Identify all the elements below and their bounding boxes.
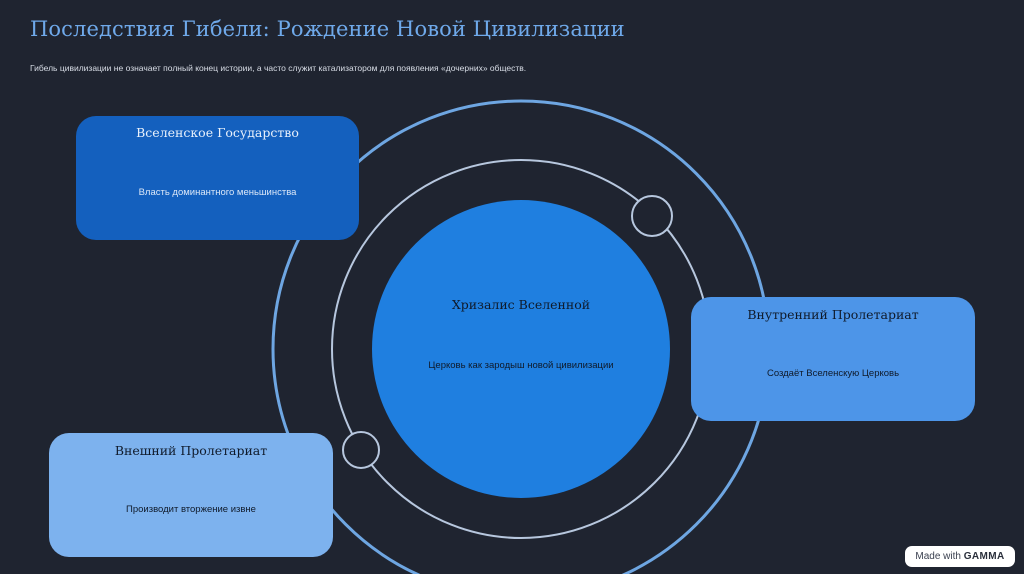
badge-prefix: Made with — [915, 551, 961, 562]
card-universal-state: Вселенское Государство Власть доминантно… — [76, 116, 359, 240]
page-title: Последствия Гибели: Рождение Новой Цивил… — [30, 17, 625, 41]
card-description: Власть доминантного меньшинства — [138, 187, 297, 198]
card-description: Производит вторжение извне — [126, 504, 256, 515]
orbit-node-top — [631, 195, 673, 237]
orbit-node-left — [342, 431, 380, 469]
center-description: Церковь как зародыш новой цивилизации — [428, 360, 614, 371]
center-circle — [372, 200, 670, 498]
card-internal-proletariat: Внутренний Пролетариат Создаёт Вселенску… — [691, 297, 975, 421]
center-title: Хризалис Вселенной — [451, 297, 591, 312]
page-subtitle: Гибель цивилизации не означает полный ко… — [30, 63, 527, 73]
gamma-logo: GAMMA — [963, 551, 1005, 562]
card-title: Внутренний Пролетариат — [747, 307, 919, 322]
card-description: Создаёт Вселенскую Церковь — [766, 368, 900, 379]
card-title: Внешний Пролетариат — [114, 443, 268, 458]
card-external-proletariat: Внешний Пролетариат Производит вторжение… — [49, 433, 333, 557]
made-with-gamma-badge[interactable]: Made with GAMMA — [905, 546, 1015, 567]
card-title: Вселенское Государство — [136, 125, 299, 140]
